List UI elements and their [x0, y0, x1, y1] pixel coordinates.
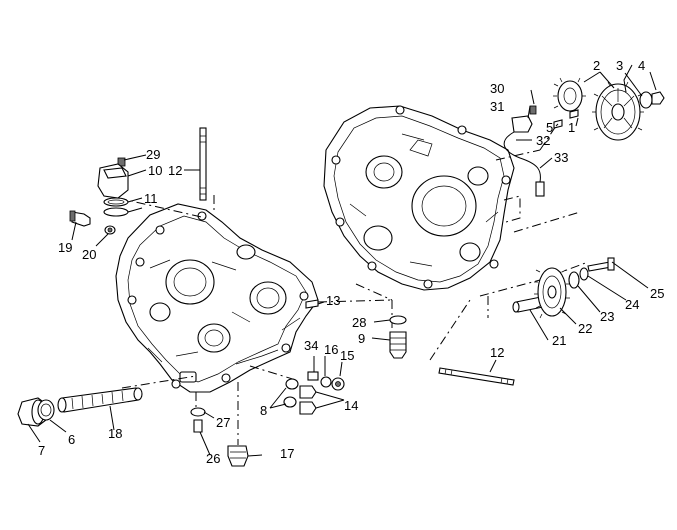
- callout-6: 6: [68, 432, 75, 447]
- oil-filter-group: [17, 387, 143, 427]
- callout-5: 5: [546, 120, 553, 135]
- callout-34: 34: [304, 338, 318, 353]
- callout-14: 14: [344, 398, 358, 413]
- callout-labels: 1 2 3 4 5 6 7 8 9 10 11 12 12 13 14 15 1…: [38, 58, 664, 466]
- speed-sensor-30-33: [503, 105, 545, 197]
- callout-21: 21: [552, 333, 566, 348]
- bolt-26-27: [190, 407, 206, 433]
- plug-set-34-16-15: [307, 371, 345, 391]
- callout-2: 2: [593, 58, 600, 73]
- callout-24: 24: [625, 297, 639, 312]
- callout-33: 33: [554, 150, 568, 165]
- callout-4: 4: [638, 58, 645, 73]
- crankcase-left-half: [115, 203, 319, 393]
- callout-3: 3: [616, 58, 623, 73]
- callout-12-right: 12: [490, 345, 504, 360]
- callout-20: 20: [82, 247, 96, 262]
- leader-lines: [27, 64, 657, 457]
- callout-18: 18: [108, 426, 122, 441]
- callout-32: 32: [536, 133, 550, 148]
- callout-1: 1: [568, 120, 575, 135]
- callout-27: 27: [216, 415, 230, 430]
- timing-gears-2: [553, 77, 665, 141]
- long-stud-12-left: [199, 127, 207, 201]
- callout-15: 15: [340, 348, 354, 363]
- callout-11: 11: [144, 191, 158, 206]
- callout-26: 26: [206, 451, 220, 466]
- plugs-8-14: [283, 378, 317, 415]
- callout-8: 8: [260, 403, 267, 418]
- callout-9: 9: [358, 331, 365, 346]
- callout-25: 25: [650, 286, 664, 301]
- callout-13: 13: [326, 293, 340, 308]
- callout-12-left: 12: [168, 163, 182, 178]
- temperature-sensor: [69, 210, 116, 235]
- drain-plug-9: [389, 315, 407, 359]
- sender-unit-housing: [97, 157, 129, 217]
- callout-28: 28: [352, 315, 366, 330]
- crankcase-right-half: [323, 105, 515, 291]
- callout-30: 30: [490, 81, 504, 96]
- long-stud-12-right: [438, 367, 515, 386]
- idler-gear-group: [512, 257, 615, 319]
- callout-31: 31: [490, 99, 504, 114]
- callout-29: 29: [146, 147, 160, 162]
- callout-22: 22: [578, 321, 592, 336]
- callout-23: 23: [600, 309, 614, 324]
- callout-10: 10: [148, 163, 162, 178]
- callout-7: 7: [38, 443, 45, 458]
- alignment-lines: [117, 119, 589, 445]
- callout-16: 16: [324, 342, 338, 357]
- bolt-13: [305, 299, 319, 309]
- callout-17: 17: [280, 446, 294, 461]
- breather-fitting-17: [227, 445, 249, 467]
- callout-19: 19: [58, 240, 72, 255]
